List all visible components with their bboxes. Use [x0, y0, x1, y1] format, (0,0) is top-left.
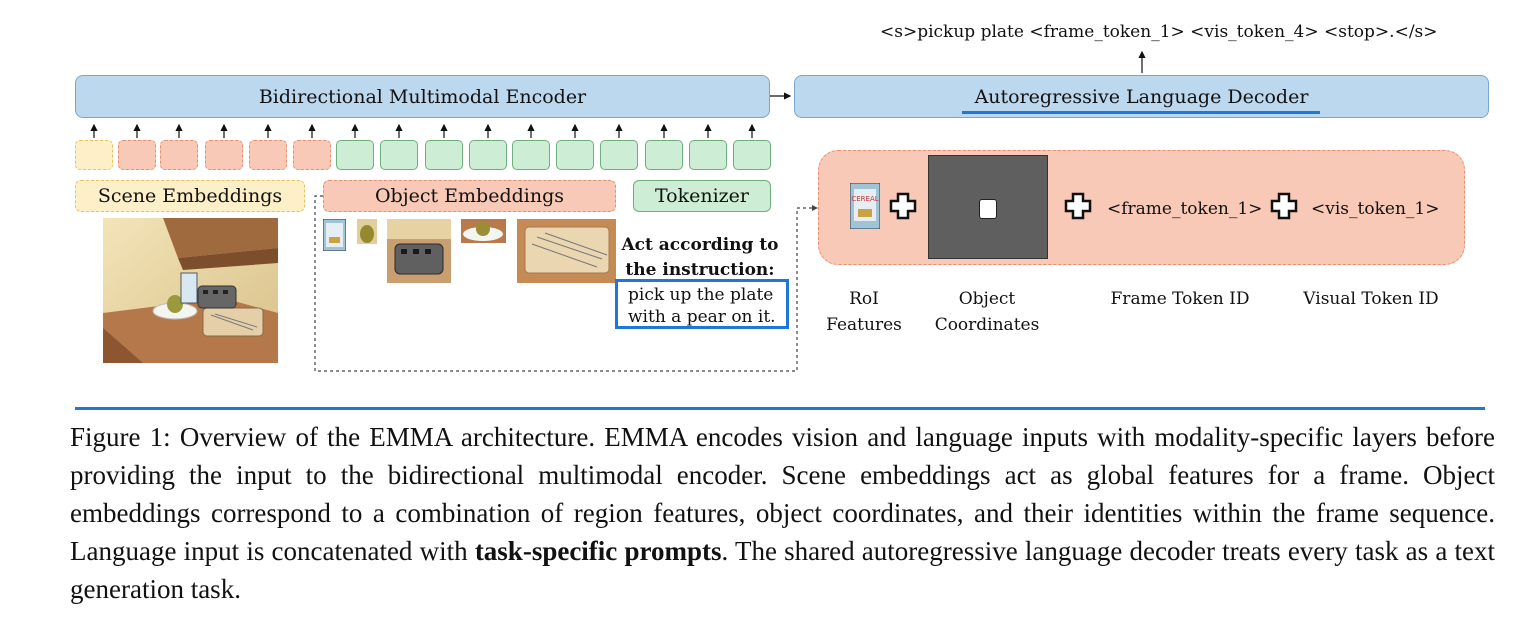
tokenizer-label: Tokenizer [633, 180, 771, 212]
pear-crop [357, 219, 377, 244]
object-token [160, 140, 198, 170]
scene-image [103, 218, 278, 363]
decoder-output-text: <s>pickup plate <frame_token_1> <vis_tok… [880, 22, 1438, 42]
cutting-board-crop [517, 219, 616, 283]
encoder-label: Bidirectional Multimodal Encoder [258, 85, 587, 108]
roi-features-label: RoI Features [826, 289, 902, 335]
frame-token-text: <frame_token_1> [1107, 199, 1263, 219]
language-token [469, 140, 507, 170]
plus-icon [1270, 192, 1298, 226]
language-token [733, 140, 771, 170]
caption-text-end: . The shared autoregressive language dec… [70, 536, 1495, 604]
object-embedding-composition [818, 150, 1465, 265]
caption-separator [75, 407, 1485, 410]
object-token [205, 140, 243, 170]
object-embeddings-text: Object Embeddings [374, 185, 565, 207]
object-coordinates-box [928, 155, 1048, 259]
object-token [118, 140, 156, 170]
object-embeddings-label: Object Embeddings [323, 180, 616, 212]
cereal-box-crop [322, 218, 347, 252]
decoder-label: Autoregressive Language Decoder [974, 85, 1309, 108]
decoder-highlight-underline [962, 111, 1320, 114]
plus-icon [1064, 192, 1092, 226]
cereal-logo-text: CEREAL [851, 195, 878, 203]
bounding-box-marker [979, 199, 997, 219]
language-token [512, 140, 550, 170]
scene-embeddings-text: Scene Embeddings [97, 185, 283, 207]
instruction-text: pick up the plate with a pear on it. [628, 285, 776, 327]
visual-token-id-label: Visual Token ID [1303, 289, 1439, 309]
autoregressive-decoder-block: Autoregressive Language Decoder [794, 75, 1489, 118]
object-token [293, 140, 331, 170]
toaster-crop [387, 219, 451, 283]
frame-token-id-label: Frame Token ID [1110, 289, 1250, 309]
language-token [689, 140, 727, 170]
object-coordinates-label: Object Coordinates [934, 289, 1040, 335]
language-token [556, 140, 594, 170]
task-prompt-title: Act according to the instruction: [621, 235, 779, 280]
vis-token-text: <vis_token_1> [1311, 199, 1440, 219]
caption-bold-text: task-specific prompts [474, 536, 722, 566]
caption-text: Figure 1: Overview of the EMMA architect… [70, 422, 1495, 566]
figure-caption: Figure 1: Overview of the EMMA architect… [70, 418, 1495, 608]
plate-crop [461, 219, 506, 243]
scene-token [75, 140, 113, 170]
plus-icon [889, 192, 917, 226]
language-token [425, 140, 463, 170]
scene-embeddings-label: Scene Embeddings [75, 180, 305, 212]
language-token [336, 140, 374, 170]
bidirectional-encoder-block: Bidirectional Multimodal Encoder [75, 75, 770, 118]
language-token [600, 140, 638, 170]
language-token [380, 140, 418, 170]
tokenizer-text: Tokenizer [654, 185, 750, 207]
language-token [645, 140, 683, 170]
object-token [249, 140, 287, 170]
instruction-box: pick up the plate with a pear on it. [615, 279, 789, 329]
roi-feature-image: CEREAL [849, 182, 881, 230]
